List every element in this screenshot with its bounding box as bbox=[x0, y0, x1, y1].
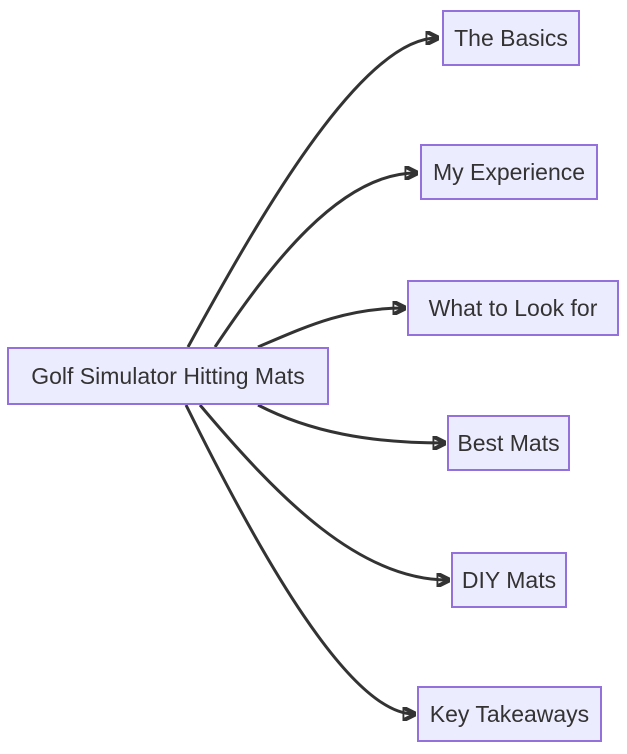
edge-root-to-takeaways bbox=[184, 404, 414, 714]
node-the-basics: The Basics bbox=[442, 10, 580, 66]
node-golf-simulator-hitting-mats: Golf Simulator Hitting Mats bbox=[7, 347, 329, 405]
node-label: The Basics bbox=[454, 24, 568, 51]
edge-root-to-basics bbox=[186, 38, 437, 348]
node-key-takeaways: Key Takeaways bbox=[417, 686, 602, 742]
node-label: Best Mats bbox=[457, 429, 560, 456]
edge-root-to-best-mats bbox=[257, 403, 444, 443]
edge-root-to-experience bbox=[213, 173, 416, 348]
node-label: DIY Mats bbox=[461, 566, 557, 593]
node-label: My Experience bbox=[432, 158, 586, 185]
node-what-to-look-for: What to Look for bbox=[407, 280, 619, 336]
edge-root-to-diy-mats bbox=[198, 404, 448, 580]
node-best-mats: Best Mats bbox=[447, 415, 570, 471]
node-my-experience: My Experience bbox=[420, 144, 598, 200]
node-label: Golf Simulator Hitting Mats bbox=[31, 362, 305, 389]
node-label: What to Look for bbox=[428, 294, 598, 321]
node-diy-mats: DIY Mats bbox=[451, 552, 567, 608]
node-label: Key Takeaways bbox=[429, 700, 590, 727]
edge-root-to-look-for bbox=[257, 308, 404, 349]
